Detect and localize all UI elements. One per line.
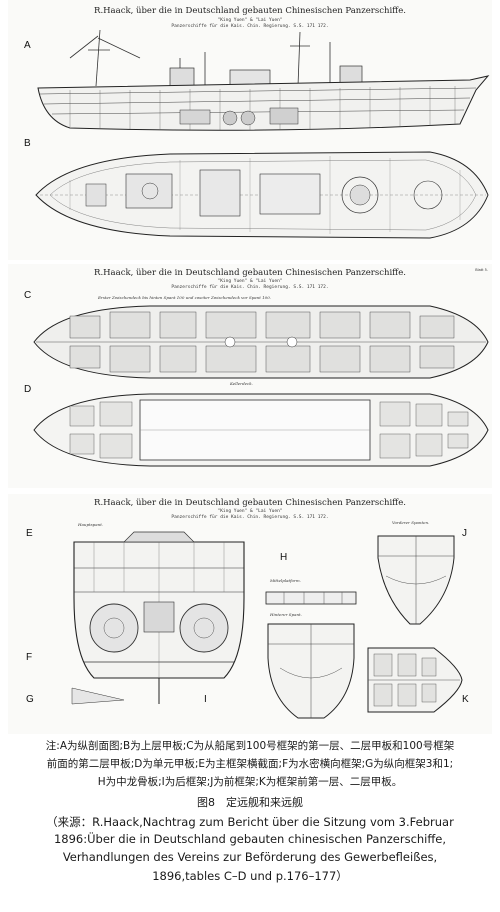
main-frame-label: Hauptspant. xyxy=(78,522,104,527)
plate-3-subtitle: Panzerschiffe für die Kais. Chin. Regier… xyxy=(171,515,329,520)
plate-2: R.Haack, über die in Deutschland gebaute… xyxy=(8,264,492,488)
rear-frame-drawing xyxy=(267,623,355,719)
note-line-1: 注:A为纵剖面图;B为上层甲板;C为从船尾到100号框架的第一层、二层甲板和10… xyxy=(45,740,455,752)
label-c: C xyxy=(24,290,32,301)
rear-frame-label: Hinterer Spant. xyxy=(270,612,302,617)
source-line-2: 1896:Über die in Deutschland gebauten ch… xyxy=(53,832,447,846)
hold-deck-plan-drawing xyxy=(33,393,489,467)
label-g: G xyxy=(26,694,34,705)
plate-1: R.Haack, über die in Deutschland gebaute… xyxy=(8,0,492,260)
label-b: B xyxy=(24,138,31,149)
source-line-3: Verhandlungen des Vereins zur Beförderun… xyxy=(62,850,438,864)
front-frame-drawing xyxy=(377,535,455,625)
front-frame-label: Vorderer Spanten. xyxy=(392,520,430,525)
keel-plate-drawing xyxy=(265,591,357,605)
plate-2-ship-names: "King Yuen" & "Lai Yuen" xyxy=(217,279,283,284)
plate-2-subtitle: Panzerschiffe für die Kais. Chin. Regier… xyxy=(171,285,329,290)
label-e: E xyxy=(26,528,33,539)
plate-3-title: R.Haack, über die in Deutschland gebaute… xyxy=(94,498,406,508)
middle-section-label: Mittelplatform. xyxy=(270,578,301,583)
label-j: J xyxy=(462,528,467,539)
plate-3-ship-names: "King Yuen" & "Lai Yuen" xyxy=(217,509,283,514)
first-second-deck-plan-drawing xyxy=(33,305,489,379)
plate-3: R.Haack, über die in Deutschland gebaute… xyxy=(8,494,492,734)
plate-1-ship-names: "King Yuen" & "Lai Yuen" xyxy=(217,18,283,23)
label-a: A xyxy=(24,40,31,51)
label-f: F xyxy=(26,652,33,663)
source-line-4: 1896,tables C–D und p.176–177） xyxy=(152,869,348,883)
plate-2-number: Blatt 5. xyxy=(475,268,488,272)
label-d: D xyxy=(24,384,32,395)
figure-title: 图8 定远舰和来远舰 xyxy=(197,796,303,809)
longitudinal-section-drawing xyxy=(37,29,490,131)
plate-2-title: R.Haack, über die in Deutschland gebaute… xyxy=(94,268,406,278)
hold-deck-note: Kellerdeck. xyxy=(230,381,253,386)
label-k: K xyxy=(462,694,469,705)
label-h: H xyxy=(280,552,288,563)
deck-note: Erster Zwischendeck bis hinten Spant 100… xyxy=(98,295,272,300)
label-i: I xyxy=(204,694,207,705)
main-frame-cross-section-drawing xyxy=(71,531,245,705)
forward-deck-plan-drawing xyxy=(367,647,463,713)
source-line-1: （来源：R.Haack,Nachtrag zum Bericht über di… xyxy=(46,815,454,829)
note-line-3: H为中龙骨板;I为后框架;J为前框架;K为框架前第一层、二层甲板。 xyxy=(97,776,403,788)
figure-caption: 注:A为纵剖面图;B为上层甲板;C为从船尾到100号框架的第一层、二层甲板和10… xyxy=(0,736,500,912)
upper-deck-plan-drawing xyxy=(35,151,489,239)
plate-1-subtitle: Panzerschiffe für die Kais. Chin. Regier… xyxy=(171,24,329,29)
plate-1-title: R.Haack, über die in Deutschland gebaute… xyxy=(94,6,406,16)
note-line-2: 前面的第二层甲板;D为单元甲板;E为主框架横截面;F为水密横向框架;G为纵向框架… xyxy=(46,758,454,770)
